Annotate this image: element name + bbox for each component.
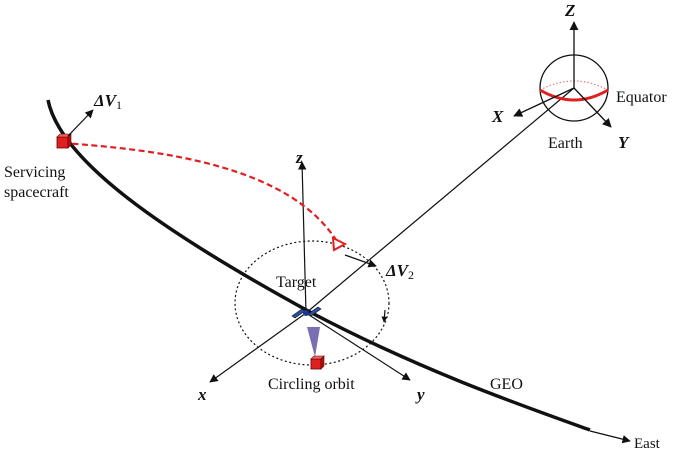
- Y-axis-earth: [573, 87, 612, 128]
- transfer-trajectory: [62, 141, 339, 244]
- east-label: East: [634, 436, 661, 452]
- east-arrow: [589, 430, 631, 444]
- target-earth-line: [305, 87, 575, 314]
- servicing-spacecraft-label-line1: Servicing: [4, 164, 65, 181]
- earth-label: Earth: [548, 135, 583, 152]
- delta-v1-arrow: [67, 109, 94, 137]
- arrival-triangle-marker: [331, 236, 348, 252]
- observation-cone: [307, 327, 320, 357]
- target-satellite-icon: [291, 306, 322, 319]
- X-axis-earth-label: X: [491, 107, 504, 126]
- delta-v2-label: ΔV2: [385, 261, 414, 282]
- geo-label: GEO: [490, 376, 523, 393]
- circling-chaser-icon: [310, 355, 325, 370]
- circling-direction-arrow: [381, 309, 388, 323]
- servicing-spacecraft-label-line2: spacecraft: [4, 184, 69, 201]
- X-axis-earth: [513, 87, 575, 117]
- circling-orbit-ellipse: [234, 240, 390, 366]
- Y-axis-earth-label: Y: [618, 133, 630, 152]
- y-axis-local: [305, 312, 411, 381]
- y-axis-label: y: [415, 385, 425, 404]
- z-axis-label: z: [295, 148, 303, 167]
- servicing-spacecraft-icon: [56, 133, 72, 149]
- x-axis-label: x: [197, 385, 207, 404]
- Z-axis-earth-label: Z: [564, 1, 575, 20]
- delta-v2-arrow: [344, 254, 377, 268]
- z-axis-local: [298, 161, 307, 314]
- target-label: Target: [276, 274, 317, 291]
- delta-v1-label: ΔV1: [93, 91, 122, 112]
- equator-label: Equator: [616, 89, 667, 106]
- circling-orbit-label: Circling orbit: [268, 376, 355, 393]
- geo-orbit-arc: [46, 99, 591, 432]
- equator-line: [539, 88, 609, 102]
